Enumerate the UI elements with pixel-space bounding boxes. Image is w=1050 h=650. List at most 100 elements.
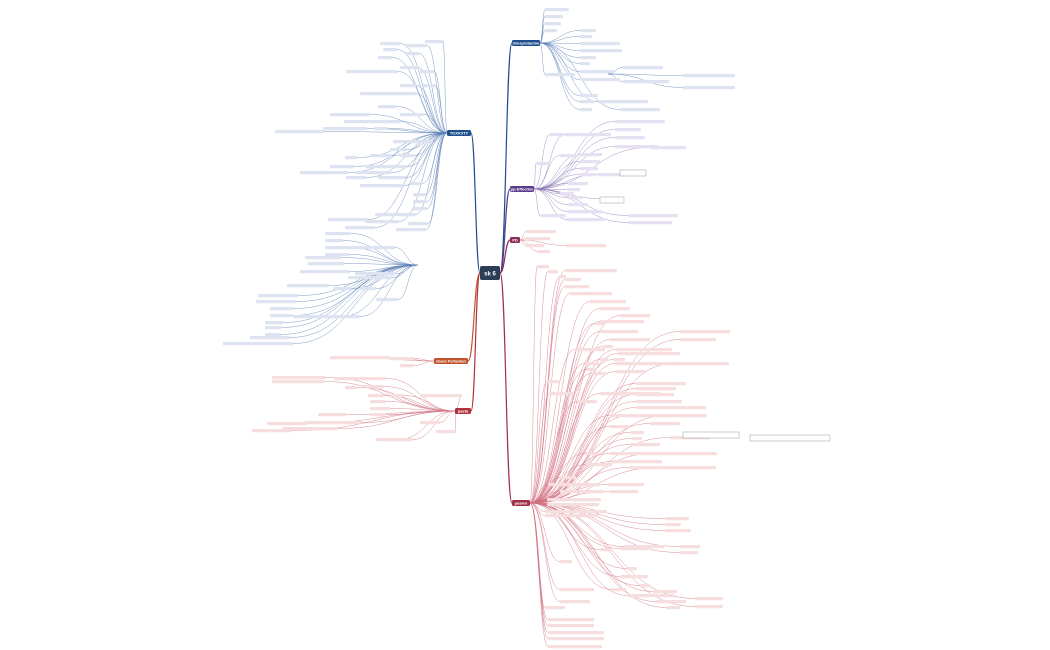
leaf-node[interactable]	[568, 196, 582, 200]
leaf-node[interactable]	[345, 246, 395, 250]
leaf-node[interactable]	[318, 413, 346, 417]
leaf-node[interactable]	[560, 600, 590, 604]
leaf-node[interactable]	[560, 588, 594, 592]
leaf-node[interactable]	[630, 443, 660, 447]
leaf-node[interactable]	[548, 483, 560, 487]
leaf-node[interactable]	[540, 214, 566, 218]
leaf-node[interactable]	[560, 490, 604, 494]
leaf-node[interactable]	[548, 637, 604, 641]
leaf-node[interactable]	[566, 244, 606, 248]
leaf-node[interactable]	[325, 253, 349, 257]
leaf-node[interactable]	[623, 80, 669, 84]
leaf-node[interactable]	[275, 130, 325, 134]
boxed-note[interactable]	[619, 169, 647, 177]
leaf-node[interactable]	[650, 146, 686, 150]
leaf-node[interactable]	[270, 307, 294, 311]
leaf-node[interactable]	[400, 66, 418, 70]
leaf-node[interactable]	[334, 377, 386, 381]
leaf-node[interactable]	[680, 545, 700, 549]
leaf-node[interactable]	[665, 529, 691, 533]
leaf-node[interactable]	[400, 154, 414, 158]
leaf-node[interactable]	[568, 210, 602, 214]
leaf-node[interactable]	[405, 44, 427, 48]
leaf-node[interactable]	[568, 188, 580, 192]
leaf-node[interactable]	[616, 370, 646, 374]
leaf-node[interactable]	[545, 73, 575, 77]
leaf-node[interactable]	[575, 348, 605, 352]
center-node[interactable]: sk 6	[480, 266, 500, 280]
leaf-node[interactable]	[565, 285, 589, 289]
leaf-node[interactable]	[580, 167, 598, 171]
leaf-node[interactable]	[580, 62, 590, 66]
leaf-node[interactable]	[580, 153, 602, 157]
leaf-node[interactable]	[413, 193, 425, 197]
leaf-node[interactable]	[585, 362, 599, 366]
leaf-node[interactable]	[330, 165, 354, 169]
leaf-node[interactable]	[400, 84, 416, 88]
leaf-node[interactable]	[365, 220, 399, 224]
branch-interpretacion[interactable]: Interpretación	[512, 40, 540, 46]
leaf-node[interactable]	[395, 438, 413, 442]
leaf-node[interactable]	[330, 113, 370, 117]
leaf-node[interactable]	[420, 421, 440, 425]
leaf-node[interactable]	[580, 94, 598, 98]
leaf-node[interactable]	[580, 49, 622, 53]
leaf-node[interactable]	[400, 364, 414, 368]
leaf-node[interactable]	[390, 148, 406, 152]
leaf-node[interactable]	[667, 414, 707, 418]
boxed-note[interactable]	[682, 431, 740, 439]
leaf-node[interactable]	[615, 128, 641, 132]
leaf-node[interactable]	[545, 514, 599, 518]
leaf-node[interactable]	[330, 356, 354, 360]
leaf-node[interactable]	[344, 120, 400, 124]
leaf-node[interactable]	[374, 127, 388, 131]
leaf-node[interactable]	[630, 431, 644, 435]
leaf-node[interactable]	[615, 145, 659, 149]
leaf-node[interactable]	[598, 100, 648, 104]
leaf-node[interactable]	[608, 483, 644, 487]
leaf-node[interactable]	[560, 483, 600, 487]
leaf-node[interactable]	[548, 645, 602, 649]
leaf-node[interactable]	[545, 510, 607, 514]
leaf-node[interactable]	[328, 218, 368, 222]
leaf-node[interactable]	[580, 70, 614, 74]
leaf-node[interactable]	[305, 256, 341, 260]
leaf-node[interactable]	[620, 314, 650, 318]
leaf-node[interactable]	[653, 590, 677, 594]
leaf-node[interactable]	[265, 333, 281, 337]
leaf-node[interactable]	[305, 421, 361, 425]
leaf-node[interactable]	[410, 182, 422, 186]
leaf-node[interactable]	[612, 588, 626, 592]
leaf-node[interactable]	[620, 575, 648, 579]
leaf-node[interactable]	[368, 394, 384, 398]
leaf-node[interactable]	[390, 394, 404, 398]
leaf-node[interactable]	[376, 438, 398, 442]
leaf-node[interactable]	[600, 307, 630, 311]
leaf-node[interactable]	[547, 498, 601, 502]
leaf-node[interactable]	[695, 597, 723, 601]
leaf-node[interactable]	[267, 422, 307, 426]
leaf-node[interactable]	[547, 503, 599, 507]
leaf-node[interactable]	[526, 230, 556, 234]
leaf-node[interactable]	[380, 42, 400, 46]
leaf-node[interactable]	[413, 207, 427, 211]
leaf-node[interactable]	[345, 156, 357, 160]
leaf-node[interactable]	[420, 70, 434, 74]
leaf-node[interactable]	[550, 133, 564, 137]
leaf-node[interactable]	[610, 452, 654, 456]
leaf-node[interactable]	[354, 356, 390, 360]
leaf-node[interactable]	[630, 414, 676, 418]
leaf-node[interactable]	[624, 545, 664, 549]
leaf-node[interactable]	[592, 372, 606, 376]
leaf-node[interactable]	[600, 358, 608, 362]
leaf-node[interactable]	[595, 322, 605, 326]
leaf-node[interactable]	[618, 352, 680, 356]
leaf-node[interactable]	[545, 15, 563, 19]
leaf-node[interactable]	[585, 452, 599, 456]
leaf-node[interactable]	[333, 287, 351, 291]
leaf-node[interactable]	[580, 108, 592, 112]
leaf-node[interactable]	[423, 84, 435, 88]
leaf-node[interactable]	[360, 184, 404, 188]
leaf-node[interactable]	[600, 330, 638, 334]
branch-pd[interactable]: PD	[510, 237, 520, 243]
